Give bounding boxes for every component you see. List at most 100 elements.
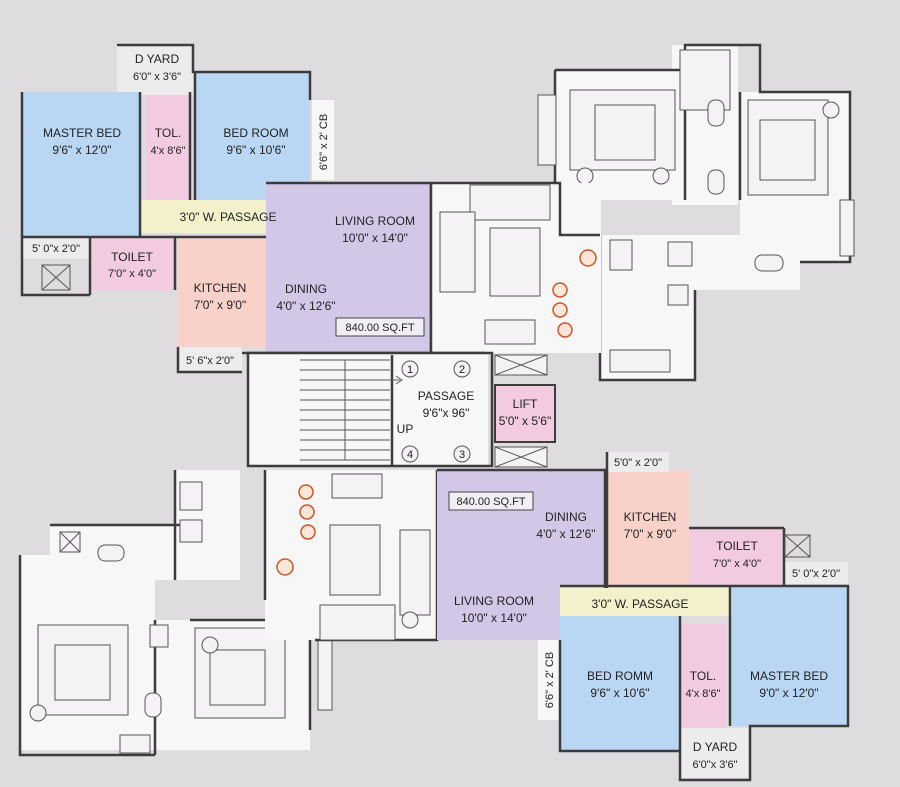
wardrobe-icon	[317, 639, 333, 711]
cb-ledge	[312, 100, 334, 180]
tol-size: 4'x 8'6"	[685, 688, 720, 700]
area-box	[335, 317, 425, 337]
toilet-name: TOILET	[111, 250, 153, 264]
core: 1 2 4 3 PASSAGE 9'6"x 96" UP LIFT 5'0" x…	[246, 351, 556, 468]
flat-bottom-left	[18, 470, 333, 757]
landing-2: 2	[459, 364, 465, 376]
tol-name: TOL.	[690, 669, 716, 683]
cb-label: 6'6" x 2' CB	[544, 652, 556, 708]
area-label: 840.00 SQ.FT	[345, 322, 414, 334]
ledge-top-label: 5'0" x 2'0"	[614, 457, 662, 469]
dyard-name: D YARD	[693, 740, 738, 754]
chair-icon	[552, 282, 568, 298]
living-name: LIVING ROOM	[335, 214, 415, 228]
landing-1: 1	[407, 364, 413, 376]
bottom-living-furniture	[263, 470, 439, 642]
landing-4: 4	[407, 449, 413, 461]
living-name: LIVING ROOM	[454, 594, 534, 608]
wardrobe-icon	[839, 199, 855, 257]
master-bed-size: 9'6" x 12'0"	[52, 143, 111, 157]
ledge-bottom-label: 5' 6"x 2'0"	[186, 355, 234, 367]
wpassage	[560, 586, 732, 616]
tol-name: TOL.	[155, 126, 181, 140]
toilet-size: 7'0" x 4'0"	[108, 268, 156, 280]
kitchen-room	[178, 237, 266, 347]
passage-size: 9'6"x 96"	[423, 406, 470, 420]
bedroom-size: 9'6" x 10'6"	[226, 143, 285, 157]
ledge-left	[22, 237, 90, 259]
bedroom-room	[560, 616, 680, 751]
ledge-right	[784, 562, 848, 584]
chair-icon	[300, 524, 316, 540]
bedroom-name: BED ROOM	[223, 126, 288, 140]
ledge-top	[607, 452, 669, 472]
dyard-size: 6'0"x 3'6"	[692, 759, 737, 771]
lift-shaft	[494, 384, 556, 443]
bedroom-room	[195, 72, 310, 200]
toilet-small-room	[680, 624, 726, 728]
up-label: UP	[397, 422, 414, 436]
dining-size: 4'0" x 12'6"	[536, 527, 595, 541]
sofa-icon	[439, 211, 476, 293]
chair-icon	[579, 249, 597, 267]
dyard-size: 6'0" x 3'6"	[133, 71, 181, 83]
lift-size: 5'0" x 5'6"	[499, 414, 551, 428]
dyard-room	[117, 45, 193, 95]
kitchen-name: KITCHEN	[624, 510, 677, 524]
ledge-right-label: 5' 0"x 2'0"	[792, 568, 840, 580]
living-size: 10'0" x 14'0"	[342, 231, 408, 245]
bedroom-name: BED ROMM	[587, 669, 653, 683]
flat-top-right	[537, 43, 855, 382]
kitchen-name: KITCHEN	[194, 281, 247, 295]
dyard-name: D YARD	[135, 52, 180, 66]
area-label: 840.00 SQ.FT	[456, 496, 525, 508]
chair-icon	[557, 322, 573, 338]
toilet-room	[689, 528, 784, 588]
chair-icon	[552, 302, 568, 318]
master-bed-name: MASTER BED	[750, 669, 828, 683]
master-bed-room	[22, 92, 140, 237]
chair-icon	[299, 504, 315, 520]
sofa-icon	[399, 529, 431, 616]
kitchen-room	[607, 470, 689, 588]
wc-icon	[707, 99, 725, 127]
master-bed-name: MASTER BED	[43, 126, 121, 140]
landing-3: 3	[459, 449, 465, 461]
rug-icon	[489, 227, 541, 297]
ledge-bottom	[178, 347, 242, 371]
ledge-left-label: 5' 0"x 2'0"	[32, 243, 80, 255]
dining-name: DINING	[545, 510, 587, 524]
wc-icon	[97, 544, 125, 562]
staircase	[300, 359, 403, 461]
flat-top-left: D YARD 6'0" x 3'6" MASTER BED 9'6" x 12'…	[20, 43, 433, 374]
tol-size: 4'x 8'6"	[150, 145, 185, 157]
master-bed-room	[732, 586, 847, 726]
toilet-small-room	[146, 95, 190, 200]
chair-icon	[298, 484, 314, 500]
sofa-icon	[319, 604, 396, 641]
area-box	[448, 491, 534, 511]
wpassage-label: 3'0" W. PASSAGE	[591, 597, 688, 611]
rug-icon	[329, 524, 381, 596]
master-bed-size: 9'0" x 12'0"	[759, 686, 818, 700]
sofa-icon	[469, 184, 551, 221]
bedroom-size: 9'6" x 10'6"	[590, 686, 649, 700]
cb-label: 6'6" x 2' CB	[318, 114, 330, 170]
toilet-size: 7'0" x 4'0"	[713, 558, 761, 570]
kitchen-size: 7'0" x 9'0"	[194, 298, 246, 312]
chair-icon	[276, 558, 294, 576]
kitchen-size: 7'0" x 9'0"	[624, 527, 676, 541]
living-size: 10'0" x 14'0"	[461, 611, 527, 625]
lift-name: LIFT	[513, 397, 538, 411]
wpassage-label: 3'0" W. PASSAGE	[179, 210, 276, 224]
toilet-room	[90, 237, 175, 290]
flat-bottom-right: 840.00 SQ.FT 5'0" x 2'0" DINING 4'0" x 1…	[437, 452, 850, 782]
dining-size: 4'0" x 12'6"	[276, 299, 335, 313]
wc-icon	[754, 254, 784, 272]
dyard-room	[680, 728, 750, 778]
toilet-name: TOILET	[716, 539, 758, 553]
top-living-furniture	[429, 181, 601, 355]
passage-name: PASSAGE	[418, 389, 474, 403]
dining-name: DINING	[285, 282, 327, 296]
